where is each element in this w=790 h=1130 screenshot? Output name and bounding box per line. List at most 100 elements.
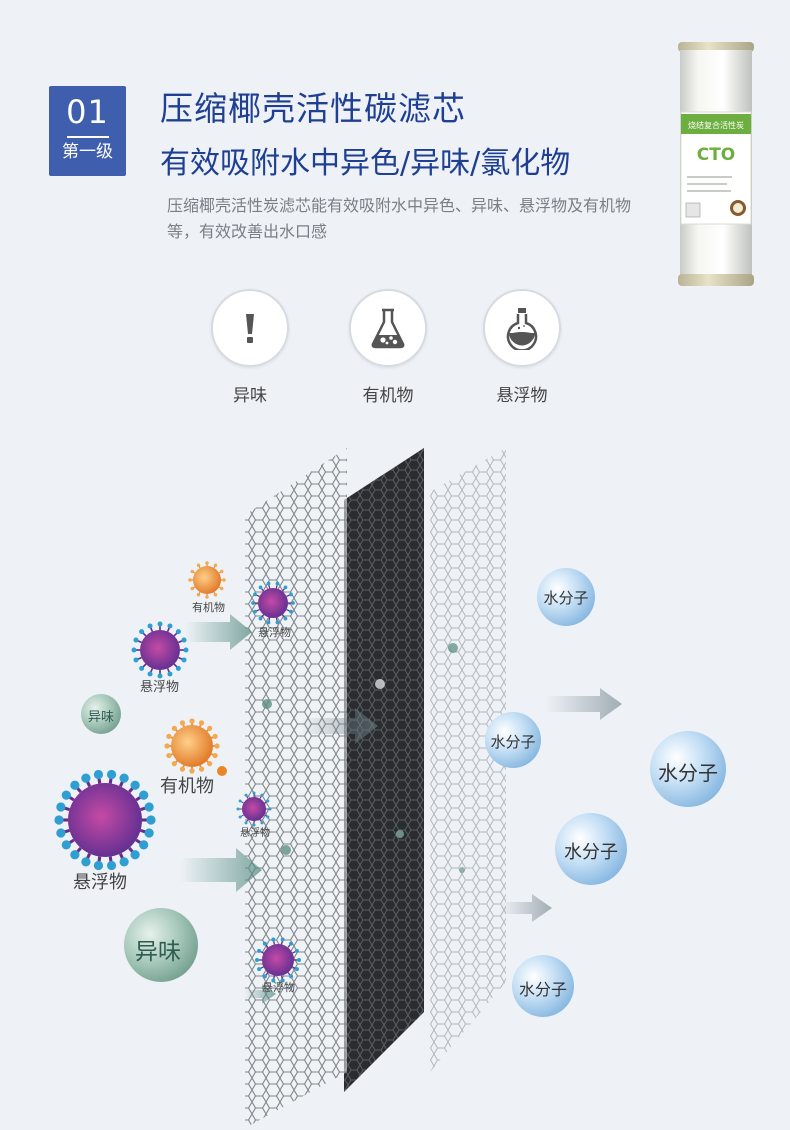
particle-spike-tip (139, 790, 149, 800)
particle-spike-tip (70, 850, 80, 860)
particle-spike-tip (291, 601, 295, 605)
suspended-particle-large (68, 783, 142, 857)
particle-spike-tip (257, 948, 262, 953)
particle-spike-tip (262, 974, 267, 979)
filter-layer-back (430, 448, 506, 1072)
odor-particle-small (81, 694, 121, 734)
particle-spike-tip (179, 720, 186, 726)
particle-spike-tip (119, 857, 129, 867)
outflow-arrow (500, 894, 552, 922)
particle-spike-tip (251, 601, 255, 605)
particle-spike-tip (190, 569, 195, 574)
organic-particle-tiny (217, 766, 227, 776)
particle-spike-tip (166, 733, 172, 740)
particle-spike-tip (222, 578, 226, 582)
suspended-particle-bottom (262, 944, 294, 976)
particle-spike-tip (106, 769, 117, 780)
level-badge: 01 第一级 (49, 86, 126, 176)
description-text: 压缩椰壳活性炭滤芯能有效吸附水中异色、异味、悬浮物及有机物等，有效改善出水口感 (167, 196, 632, 241)
particle-spike-tip (190, 586, 195, 591)
level-number: 01 (66, 93, 109, 131)
particle-spike-tip (205, 595, 209, 599)
label-odor-small: 异味 (88, 710, 115, 725)
droplet (396, 830, 404, 838)
feature-organic: 有机物 (348, 289, 428, 406)
particle-spike-tip (294, 967, 299, 972)
particle-spike-tip (257, 967, 262, 972)
particle-spike-tip (171, 725, 177, 731)
droplet (448, 643, 458, 653)
water-label: 水分子 (658, 761, 718, 785)
water-label: 水分子 (518, 980, 567, 999)
particle-spike-tip (213, 563, 218, 568)
particle-spike-tip (157, 621, 163, 627)
filtration-illustration: 有机物 悬浮物 悬浮物 异味 有机物 悬浮物 悬浮物 异味 悬浮物 水分子 水分… (0, 400, 790, 1130)
organic-particle-mid (171, 725, 213, 767)
particle-spike-tip (164, 743, 170, 749)
particle-spike-tip (157, 673, 163, 679)
particle-spike-tip (166, 752, 172, 759)
particle-spike-tip (61, 840, 71, 850)
label-suspended-top: 悬浮物 (258, 626, 291, 639)
droplet (262, 699, 272, 709)
suspended-particle-mid (242, 797, 266, 821)
droplet (281, 845, 291, 855)
water-molecule (555, 813, 627, 885)
outflow-arrow (545, 688, 622, 720)
droplet (375, 679, 385, 689)
particle-spike-tip (133, 657, 139, 663)
particle-spike-tip (146, 815, 156, 825)
particle-spike-tip (188, 578, 192, 582)
water-molecule (650, 731, 726, 807)
particle-spike-tip (238, 815, 242, 819)
particle-spike-tip (258, 585, 263, 590)
particle-spike-tip (131, 647, 137, 653)
water-label: 水分子 (564, 842, 618, 863)
particle-spike-tip (253, 592, 257, 597)
particle-spike-tip (205, 561, 209, 565)
particle-spike-tip (207, 761, 213, 767)
particle-spike-tip (54, 815, 64, 825)
carbon-layer (344, 448, 424, 1092)
particle-spike-tip (275, 620, 280, 625)
label-suspended-large: 悬浮物 (73, 872, 127, 893)
particle-spike-tip (167, 623, 173, 629)
particle-spike-tip (283, 616, 288, 621)
filter-cartridge-image: 烧结复合活性炭 CTO (678, 42, 754, 286)
particle-spike-tip (213, 592, 218, 597)
particle-spike-tip (260, 821, 264, 825)
suspended-particle-left (140, 630, 180, 670)
level-label: 第一级 (62, 142, 113, 162)
particle-spike-tip (171, 761, 177, 767)
particle-spike-tip (280, 978, 285, 983)
particle-spike-tip (189, 768, 195, 774)
particle-spike-tip (271, 937, 276, 942)
droplet (459, 867, 465, 873)
particle-spike-tip (167, 671, 173, 677)
particle-spike-tip (119, 773, 129, 783)
particle-spike-tip (212, 733, 218, 740)
particle-spike-tip (280, 937, 285, 942)
particle-spike-tip (266, 815, 270, 819)
feature-label-organic: 有机物 (362, 386, 414, 406)
odor-icon-circle (211, 289, 289, 367)
organic-icon-circle (349, 289, 427, 367)
flask-icon (371, 308, 405, 349)
particle-spike-tip (214, 743, 220, 749)
page-title: 压缩椰壳活性碳滤芯 (160, 89, 466, 128)
particle-spike-tip (238, 799, 242, 803)
particle-spike-tip (144, 802, 154, 812)
suspended-icon-circle (483, 289, 561, 367)
particle-spike-tip (179, 766, 186, 772)
product-model: CTO (697, 145, 736, 165)
particle-spike-tip (181, 657, 187, 663)
round-flask-icon (506, 308, 538, 350)
particle-spike-tip (253, 609, 257, 614)
particle-spike-tip (189, 718, 195, 724)
inflow-arrow (180, 848, 262, 892)
feature-suspended: 悬浮物 (482, 289, 562, 406)
particle-spike-tip (81, 857, 91, 867)
particle-spike-tip (283, 585, 288, 590)
feature-odor: 异味 (210, 289, 290, 406)
particle-spike-tip (196, 592, 201, 597)
